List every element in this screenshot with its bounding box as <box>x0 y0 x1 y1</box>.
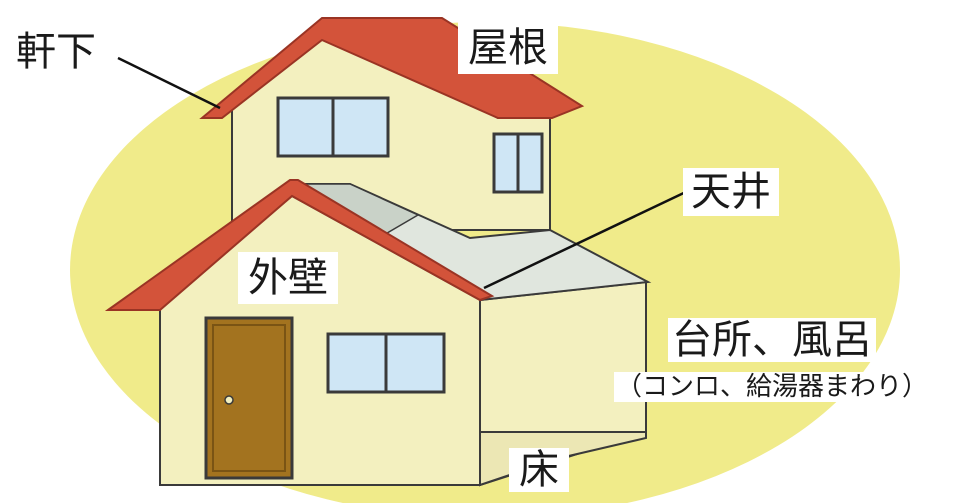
front-door <box>204 316 294 480</box>
label-daidokoro-sub: （コンロ、給湯器まわり） <box>614 372 931 402</box>
label-daidokoro: 台所、風呂 <box>668 318 876 362</box>
front-window <box>326 332 446 394</box>
nokishita-leader-line <box>117 56 221 110</box>
label-yane: 屋根 <box>458 22 558 74</box>
upper-roof <box>199 17 585 119</box>
label-yuka: 床 <box>509 448 569 492</box>
tenjo-leader-line <box>483 188 691 290</box>
upper-left-window <box>276 96 390 158</box>
front-roof <box>104 179 495 311</box>
label-gaiheki: 外壁 <box>238 252 338 304</box>
label-nokishita: 軒下 <box>12 30 100 74</box>
upper-right-window <box>492 132 544 194</box>
label-tenjo: 天井 <box>683 168 779 216</box>
